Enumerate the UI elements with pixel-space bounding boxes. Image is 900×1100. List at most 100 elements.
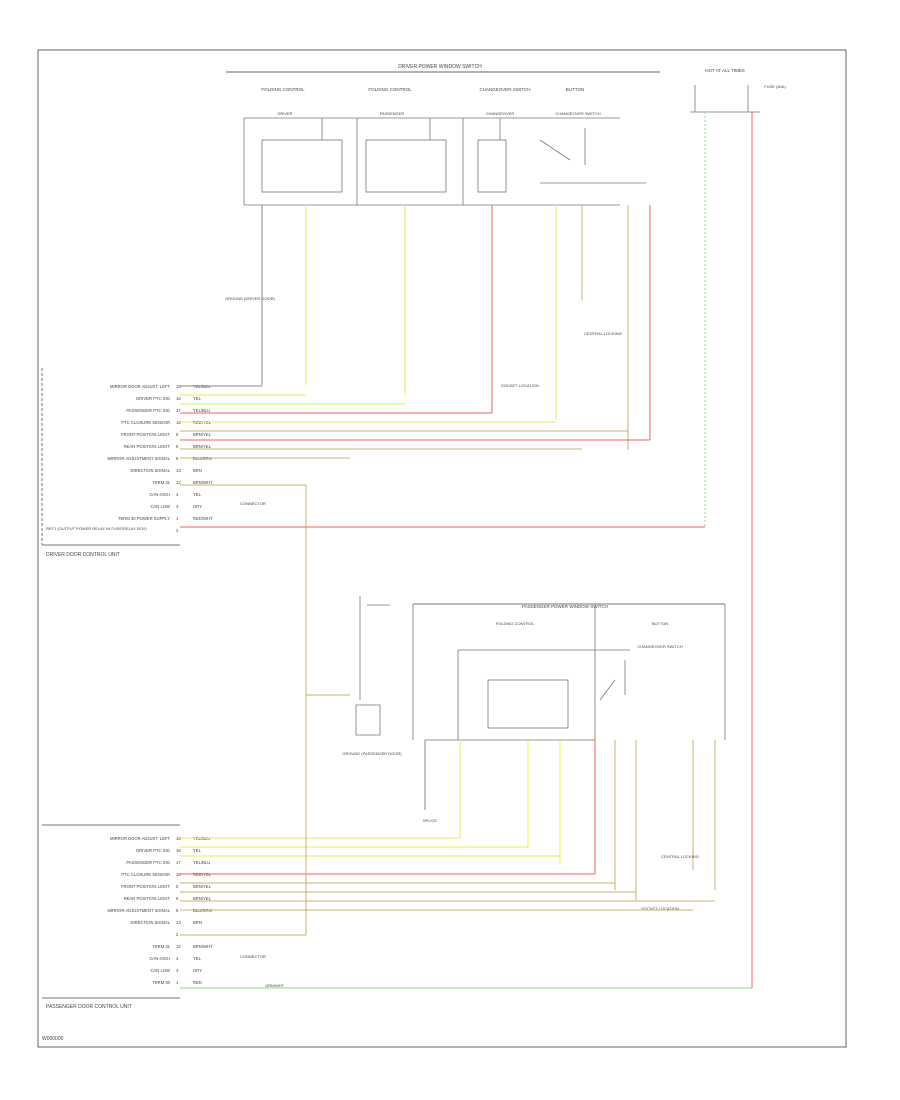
passenger-pin-color: BRN/YEL — [193, 896, 212, 901]
passenger-pin-color: GRY — [193, 968, 202, 973]
passenger-pin-color: YEL — [193, 848, 202, 853]
top-subsection-4: CHANGEOVER SWITCH — [555, 111, 600, 116]
driver-pin-label: DRIVER PTC SIG — [136, 396, 170, 401]
passenger-pin-label: REAR POSITION LIGHT — [124, 896, 171, 901]
passenger-pin-label: MIRROR DOOR ADJUST, LEFT — [110, 836, 170, 841]
driver-pin-label: MIRROR DOOR ADJUST, LEFT — [110, 384, 170, 389]
passenger-pin-number: 1 — [176, 980, 179, 985]
connector-mid-label: CONNECTOR — [240, 954, 266, 959]
passenger-switch-wires — [424, 740, 716, 900]
passenger-pin-label: CAN HIGH — [150, 956, 170, 961]
driver-pin-label: REAR POSITION LIGHT — [124, 444, 171, 449]
driver-pin-number: 4 — [176, 492, 179, 497]
footer-code: W000000 — [42, 1036, 64, 1042]
driver-pin-color: BRN/WHT — [193, 480, 213, 485]
driver-pin-color: BRN/YEL — [193, 432, 212, 437]
passenger-pin-label: TERM 31 — [152, 944, 170, 949]
driver-pin-color: YEL — [193, 492, 202, 497]
driver-pin-color: YEL — [193, 396, 202, 401]
driver-pin-number: 3 — [176, 504, 179, 509]
ground-mid-label: GROUND (PASSENGER DOOR) — [342, 751, 402, 756]
fuse-symbol — [690, 85, 760, 113]
passenger-pin-number: 3 — [176, 968, 179, 973]
passenger-section-1: FOLDING CONTROL — [496, 621, 535, 626]
socket-mid-label: SOCKET LOCATION — [641, 906, 679, 911]
driver-pin-number: 8 — [176, 456, 179, 461]
driver-pin-number: 16 — [176, 396, 181, 401]
central-locking-mid: CENTRAL LOCKING — [661, 854, 699, 859]
passenger-pin-label: PTC CLOSURE SENSOR — [121, 872, 170, 877]
passenger-pin-number: 5 — [176, 884, 179, 889]
driver-pin-color: RED/WHT — [193, 516, 213, 521]
passenger-pin-color: BRN — [193, 920, 202, 925]
passenger-pin-label: DIRECTION SIGNAL — [130, 920, 170, 925]
passenger-pin-label: FRONT POSITION LIGHT — [121, 884, 170, 889]
driver-pin-label: PTC CLOSURE SENSOR — [121, 420, 170, 425]
relay-label: REF1 (OUTPUT POWER RELAY IN FUSE/RELAY B… — [46, 526, 147, 531]
driver-pin-number: 18 — [176, 420, 181, 425]
passenger-pin-number: 8 — [176, 908, 179, 913]
passenger-section-2: BUTTON — [652, 621, 668, 626]
driver-pin-label: TERM 31 — [152, 480, 170, 485]
passenger-pin-number: 6 — [176, 896, 179, 901]
driver-pin-number: 1 — [176, 516, 179, 521]
passenger-pin-color: YEL/BLU — [193, 860, 210, 865]
top-section-label-2: FOLDING CONTROL — [368, 87, 412, 92]
diagram-frame — [37, 49, 847, 1048]
hot-at-all-times-label: HOT AT ALL TIMES — [705, 68, 745, 73]
passenger-pin-number: 4 — [176, 956, 179, 961]
passenger-switch-internals — [412, 604, 726, 741]
driver-pin-label: DIRECTION SIGNAL — [130, 468, 170, 473]
passenger-pin-number: 13 — [176, 920, 181, 925]
green-wire-label: GRN/WHT — [265, 983, 285, 988]
passenger-pin-label: CAN LOW — [150, 968, 170, 973]
mid-component — [355, 596, 390, 736]
passenger-pin-label: PASSENGER PTC SIG — [126, 860, 170, 865]
driver-pin-color: BRN — [193, 468, 202, 473]
driver-pin-color: YEL/BLU — [193, 408, 210, 413]
driver-pin-label: FRONT POSITION LIGHT — [121, 432, 170, 437]
driver-pin-number: 6 — [176, 444, 179, 449]
top-switch-internals — [243, 117, 646, 206]
driver-pin-number: 5 — [176, 432, 179, 437]
driver-module-label: DRIVER DOOR CONTROL UNIT — [46, 552, 120, 558]
driver-pin-label: PASSENGER PTC SIG — [126, 408, 170, 413]
driver-pin-number: 12 — [176, 480, 181, 485]
passenger-pin-label: MIRROR ADJUSTMENT SIGNAL — [107, 908, 170, 913]
driver-pin-label: TERM 30 POWER SUPPLY — [118, 516, 170, 521]
driver-pin-label: CAN HIGH — [150, 492, 170, 497]
passenger-pin-number: 12 — [176, 944, 181, 949]
driver-pin-label: MIRROR ADJUSTMENT SIGNAL — [107, 456, 170, 461]
top-switch-wires — [261, 112, 753, 988]
driver-pin-number: 17 — [176, 408, 181, 413]
driver-pin-number: 13 — [176, 468, 181, 473]
splice-top-label: SPLICE — [423, 818, 438, 823]
passenger-pin-color: RED — [193, 980, 202, 985]
driver-pin-color: BRN/YEL — [193, 444, 212, 449]
driver-pin-label: CAN LOW — [150, 504, 170, 509]
passenger-horizontal-wires — [180, 695, 752, 989]
driver-pin-color: GRY — [193, 504, 202, 509]
top-subsection-3: CHANGEOVER — [486, 111, 515, 116]
passenger-pin-label: DRIVER PTC SIG — [136, 848, 170, 853]
top-switch-title: DRIVER POWER WINDOW SWITCH — [398, 64, 482, 70]
passenger-switch-title: PASSENGER POWER WINDOW SWITCH — [522, 604, 608, 609]
passenger-pin-color: YEL — [193, 956, 202, 961]
passenger-pin-number: 2 — [176, 932, 179, 937]
passenger-subsection-1: CHANGEOVER SWITCH — [637, 644, 682, 649]
central-locking-top: CENTRAL LOCKING — [584, 331, 622, 336]
passenger-pin-label: TERM 30 — [152, 980, 170, 985]
connector-top-label: CONNECTOR — [240, 501, 266, 506]
socket-top-label: SOCKET LOCATION — [501, 383, 539, 388]
top-section-label-1: FOLDING CONTROL — [261, 87, 305, 92]
ground-top-label: GROUND (DRIVER DOOR) — [225, 296, 275, 301]
top-subsection-1: DRIVER — [277, 111, 292, 116]
fuse-label: FUSE (40A) — [764, 84, 786, 89]
top-section-label-4: BUTTON — [566, 87, 584, 92]
top-subsection-2: PASSENGER — [380, 111, 405, 116]
driver-horizontal-wires — [180, 385, 705, 696]
driver-pin-number: 15 — [176, 384, 181, 389]
top-section-label-3: CHANGEOVER SWITCH — [479, 87, 530, 92]
passenger-pin-number: 16 — [176, 848, 181, 853]
